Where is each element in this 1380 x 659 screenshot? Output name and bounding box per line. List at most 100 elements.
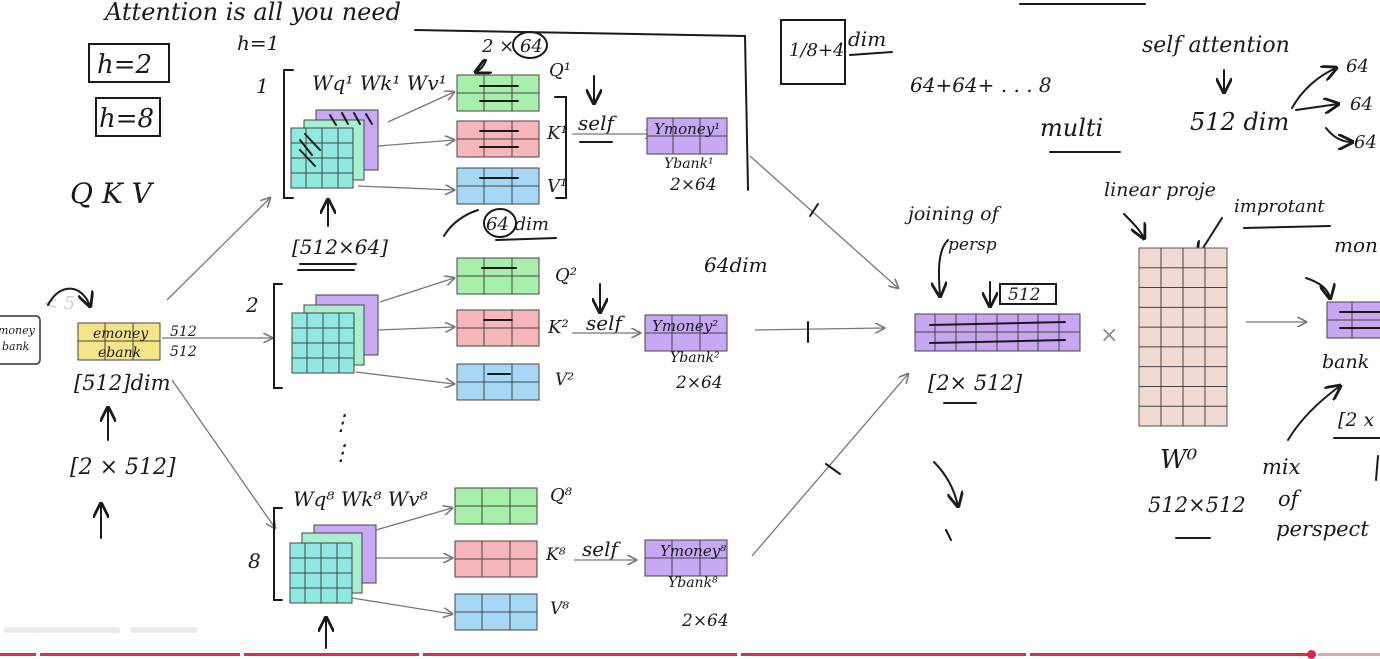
- branch-label-2: 64: [1350, 94, 1373, 115]
- concat-shape-label: [2× 512]: [928, 371, 1023, 395]
- linear-proj-arrow: [1123, 213, 1144, 238]
- head-1-y-bank: Ybank¹: [664, 156, 714, 172]
- output-money-arrow: [1305, 277, 1330, 298]
- output-shape-label: [2 x: [1338, 409, 1375, 431]
- head-1-k-label: K¹: [546, 123, 568, 144]
- head-8-k-label: K⁸: [545, 545, 566, 565]
- head-1-out-shape: 2×64: [669, 175, 717, 195]
- concat-down-curve: [933, 461, 958, 506]
- tick-head-1: [809, 203, 819, 217]
- scale-dim-underline: [849, 51, 893, 56]
- title-text: Attention is all you need: [103, 0, 401, 26]
- head-8-v-label: V⁸: [550, 599, 569, 619]
- h2-box: [88, 43, 170, 83]
- embedding-dim-2: 512: [170, 344, 197, 360]
- head-1-self-label: self: [578, 111, 617, 135]
- head-8-q-matrix: [454, 487, 538, 525]
- concat-small-mark: [945, 529, 952, 541]
- progress-segment[interactable]: [244, 653, 419, 656]
- output-bank-label: bank: [1322, 351, 1369, 373]
- head-8-number: 8: [248, 549, 261, 573]
- head-8-arrow-q: [375, 508, 452, 531]
- progress-segment[interactable]: [1030, 653, 1310, 656]
- head-1-weight-stack: [290, 109, 379, 189]
- head-8-weights: Wq⁸ Wk⁸ Wv⁸: [293, 487, 428, 511]
- joining-arrow: [939, 239, 949, 296]
- head-2-k-matrix: [456, 309, 540, 347]
- head-1-weights: Wq¹ Wk¹ Wv¹: [312, 71, 447, 95]
- self-attention-label: self attention: [1142, 33, 1290, 58]
- embedding-dim-label: [512]dim: [74, 371, 171, 395]
- head-2-v-label: V²: [555, 370, 574, 390]
- title-bracket-side: [744, 35, 749, 191]
- head-1-output-matrix: [646, 117, 728, 155]
- video-progress-bar[interactable]: [0, 646, 1380, 659]
- head-1-arrow-k: [377, 140, 454, 147]
- head-8-self-label: self: [582, 537, 621, 561]
- h8-label: h=8: [99, 104, 154, 134]
- title-bracket-top: [414, 29, 746, 37]
- head-8-v-matrix: [454, 593, 538, 631]
- progress-segment[interactable]: [741, 653, 1026, 656]
- head-2-arrow-k: [377, 327, 454, 330]
- head-1-v-label: V¹: [547, 176, 567, 197]
- progress-segment[interactable]: [0, 653, 36, 656]
- head-1-vdim-circle: [483, 208, 517, 238]
- input-word-money: money: [0, 324, 36, 337]
- embedding-money: emoney: [93, 326, 149, 342]
- head-1-k-matrix: [456, 120, 540, 158]
- head-2-weight-stack: [291, 294, 379, 374]
- qkv-label: Q K V: [70, 177, 155, 210]
- head-1-vdim-arrow: [443, 209, 479, 237]
- embedding-dim-1: 512: [170, 324, 197, 340]
- head-2-y-bank: Ybank²: [670, 350, 720, 366]
- head-2-output-matrix: [644, 314, 728, 352]
- head-8-output-matrix: [644, 539, 728, 577]
- head-1-qshape-circle: [512, 31, 548, 59]
- head-8-y-money: Ymoney⁸: [660, 542, 726, 560]
- input-word-bank: bank: [2, 340, 30, 353]
- head-2-out-shape: 2×64: [675, 373, 723, 393]
- head-2-y-money: Ymoney²: [652, 317, 718, 335]
- head-8-arrow-v: [351, 597, 452, 614]
- head-1-left-bracket: [283, 69, 294, 199]
- mix-arrow: [1287, 386, 1340, 441]
- h1-label: h=1: [237, 31, 279, 55]
- arrow-head-2-to-concat: [754, 328, 884, 330]
- arrow-to-head-1: [166, 198, 270, 301]
- head-2-left-bracket: [273, 283, 283, 389]
- head-1-arrow-v: [357, 186, 454, 190]
- embedding-bank: ebank: [98, 345, 141, 361]
- joining-label: joining of: [904, 203, 1002, 225]
- head-1-q-label: Q¹: [549, 60, 571, 81]
- head-1-number: 1: [256, 74, 269, 98]
- embedding-matrix: [77, 322, 161, 361]
- perspect-label: perspect: [1276, 517, 1369, 541]
- tick-head-8: [825, 463, 841, 475]
- head-2-dim-note: 64dim: [704, 253, 768, 277]
- head-8-left-bracket: [273, 507, 283, 601]
- wo-matrix: [1138, 247, 1228, 427]
- head-2-arrow-q: [379, 278, 454, 303]
- progress-segment-remaining[interactable]: [1318, 653, 1380, 656]
- head-2-self-label: self: [586, 311, 625, 335]
- head-2-q-label: Q²: [555, 265, 577, 286]
- concat-dim-label: 512: [1008, 285, 1040, 305]
- progress-scrubber-handle[interactable]: [1307, 650, 1316, 659]
- arrow-head-1-to-concat: [749, 155, 898, 288]
- important-underline: [1243, 225, 1331, 229]
- heads-ellipsis-2: ⋮: [330, 441, 352, 466]
- progress-segment[interactable]: [40, 653, 240, 656]
- head-1-vdim-underline: [495, 237, 557, 241]
- mix-label: mix: [1262, 455, 1301, 479]
- head-1-qshape: 2 × 64: [481, 36, 543, 57]
- head-8-q-label: Q⁸: [550, 485, 573, 506]
- concat-dim-box: [999, 283, 1057, 305]
- head-2-arrow-v: [355, 371, 454, 384]
- scale-box-text: 1/8+4: [789, 40, 845, 61]
- branch-arrow-1: [1291, 68, 1336, 109]
- of-label: of: [1278, 487, 1302, 511]
- progress-segment[interactable]: [423, 653, 737, 656]
- head-1-weight-shape: [512×64]: [292, 235, 388, 259]
- h2-label: h=2: [97, 50, 152, 80]
